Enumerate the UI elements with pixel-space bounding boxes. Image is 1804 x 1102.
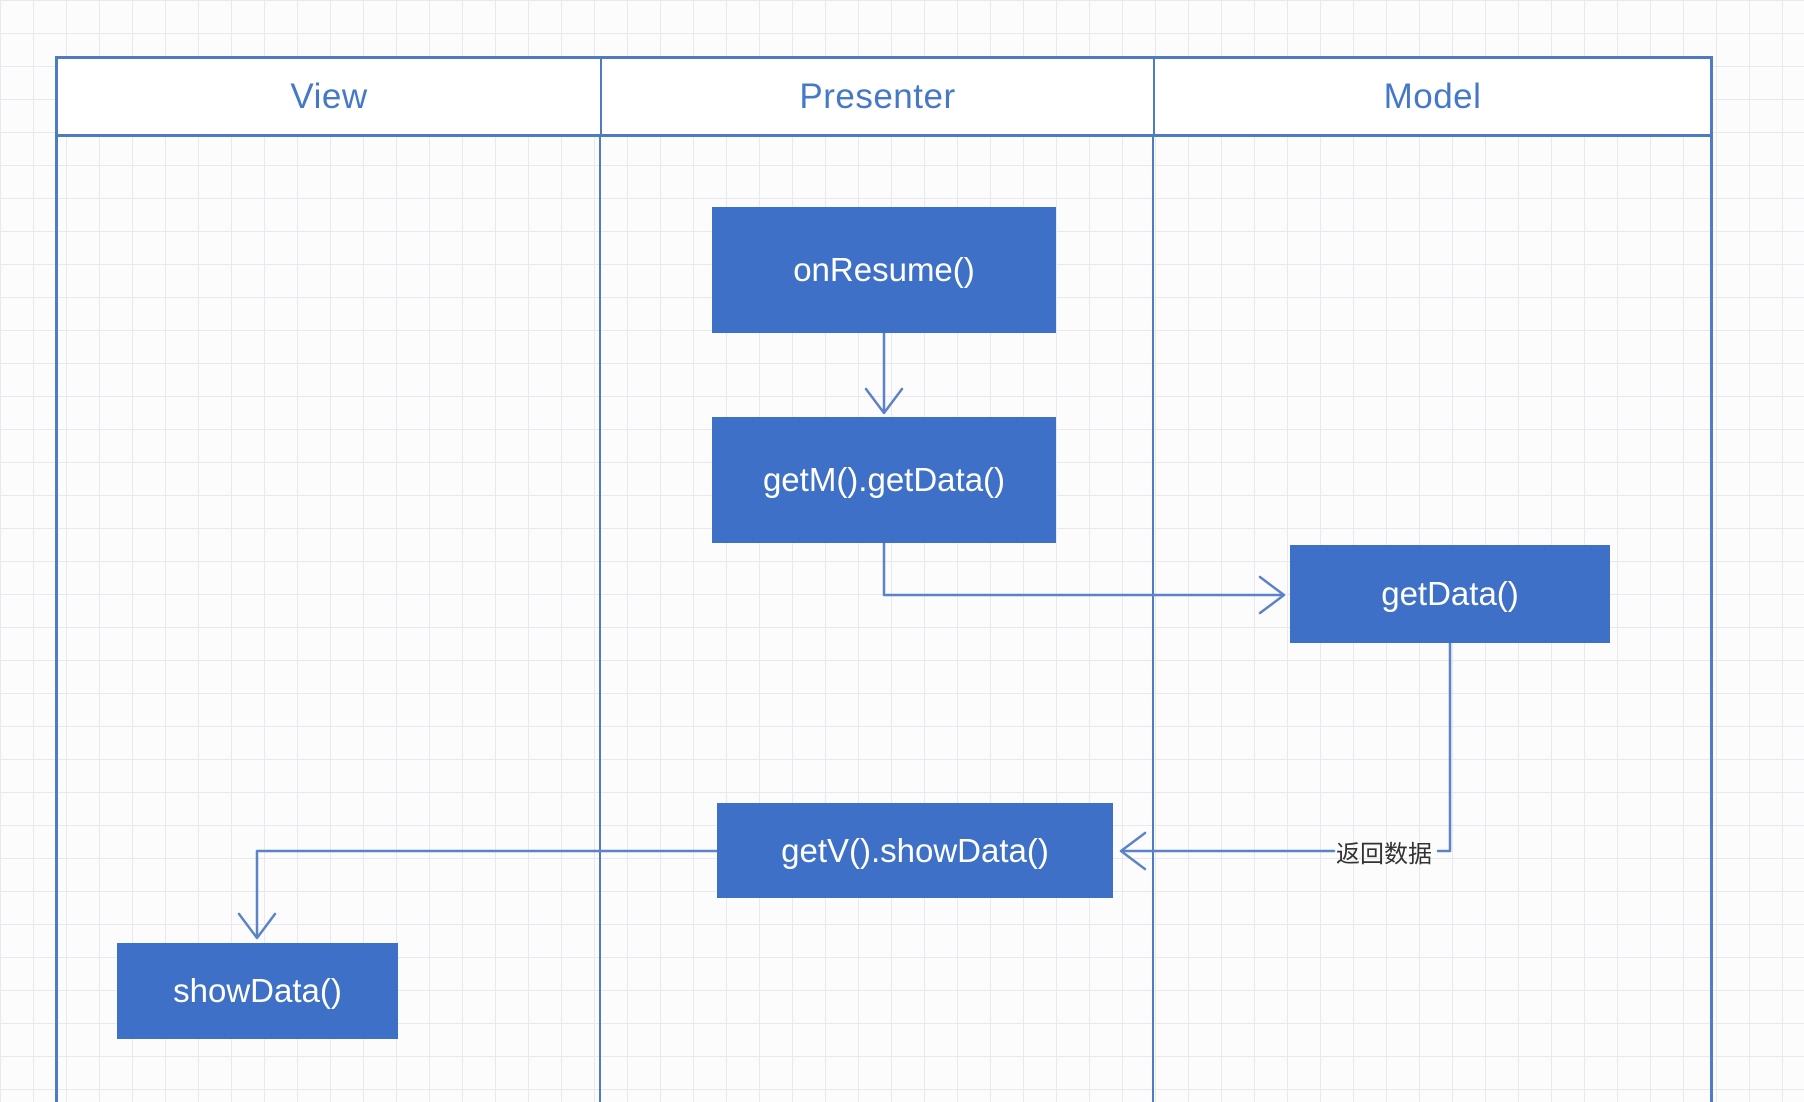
lane-label-presenter: Presenter [799, 76, 956, 116]
lane-border-left [55, 137, 58, 1102]
lane-label-view: View [290, 76, 368, 116]
arrowhead-right-icon [1258, 575, 1286, 615]
edge-getv-to-showdata [237, 849, 719, 940]
node-showdata-label: showData() [173, 972, 342, 1009]
node-getdata-label: getData() [1381, 575, 1519, 612]
lane-header-presenter: Presenter [602, 59, 1155, 134]
node-getdata: getData() [1290, 545, 1610, 643]
node-getv-showdata-label: getV().showData() [781, 831, 1049, 869]
lane-header-model: Model [1155, 59, 1710, 134]
lane-header-view: View [58, 59, 602, 134]
node-onresume: onResume() [712, 207, 1056, 333]
node-getv-showdata: getV().showData() [717, 803, 1113, 898]
node-onresume-label: onResume() [793, 251, 975, 288]
lane-label-model: Model [1383, 76, 1482, 116]
edge-getm-to-getdata [882, 541, 1286, 615]
node-getm-getdata-label: getM().getData() [762, 461, 1006, 498]
lane-divider-presenter-model [1152, 137, 1154, 1102]
arrowhead-down-icon [237, 912, 277, 940]
arrowhead-left-icon [1119, 831, 1147, 871]
edge-onresume-to-getm [864, 331, 904, 415]
swimlane-header: View Presenter Model [55, 56, 1713, 137]
lane-divider-view-presenter [599, 137, 601, 1102]
edge-label-return-data-text: 返回数据 [1336, 840, 1432, 868]
edge-label-return-data: 返回数据 [1326, 835, 1442, 868]
arrowhead-down-icon [864, 387, 904, 415]
lane-border-right [1710, 137, 1713, 1102]
node-showdata: showData() [117, 943, 398, 1039]
node-getm-getdata: getM().getData() [712, 417, 1056, 543]
